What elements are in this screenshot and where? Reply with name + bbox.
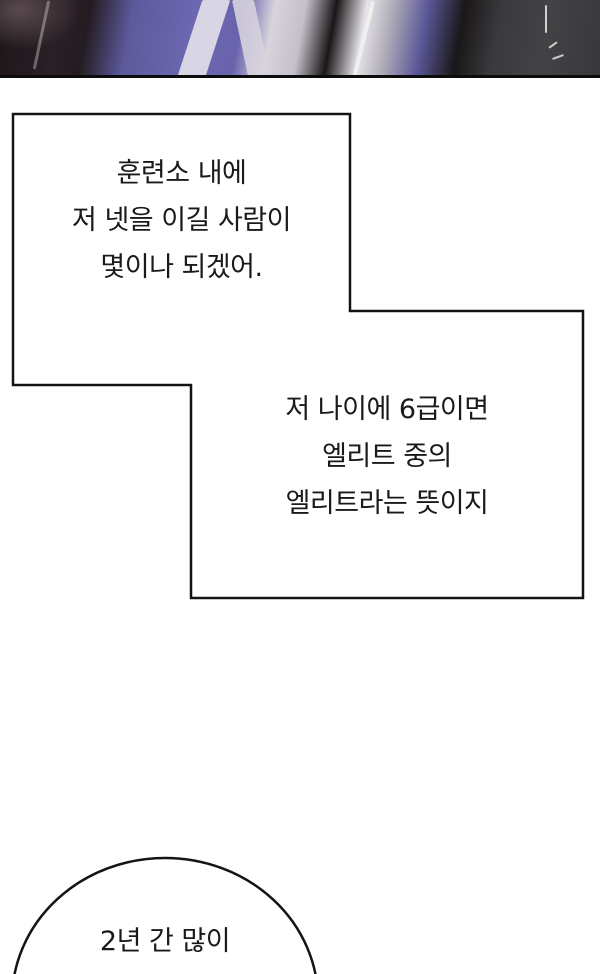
speech-bubble-outline: [13, 856, 317, 974]
caption-line: 저 넷을 이길 사람이: [72, 205, 291, 236]
caption-box-1: 훈련소 내에 저 넷을 이길 사람이 몇이나 되겠어.: [13, 150, 350, 291]
speech-bubble: 2년 간 많이: [12, 918, 318, 965]
panel-border: [0, 75, 600, 78]
caption-line: 엘리트라는 뜻이지: [285, 488, 489, 519]
caption-line: 저 나이에 6급이면: [285, 394, 489, 425]
caption-line: 훈련소 내에: [116, 158, 247, 189]
caption-box-2: 저 나이에 6급이면 엘리트 중의 엘리트라는 뜻이지: [191, 386, 583, 527]
caption-line: 엘리트 중의: [322, 441, 452, 472]
caption-line: 몇이나 되겠어.: [100, 252, 263, 283]
speech-line: 2년 간 많이: [99, 926, 231, 957]
comic-panel-image: [0, 0, 600, 76]
